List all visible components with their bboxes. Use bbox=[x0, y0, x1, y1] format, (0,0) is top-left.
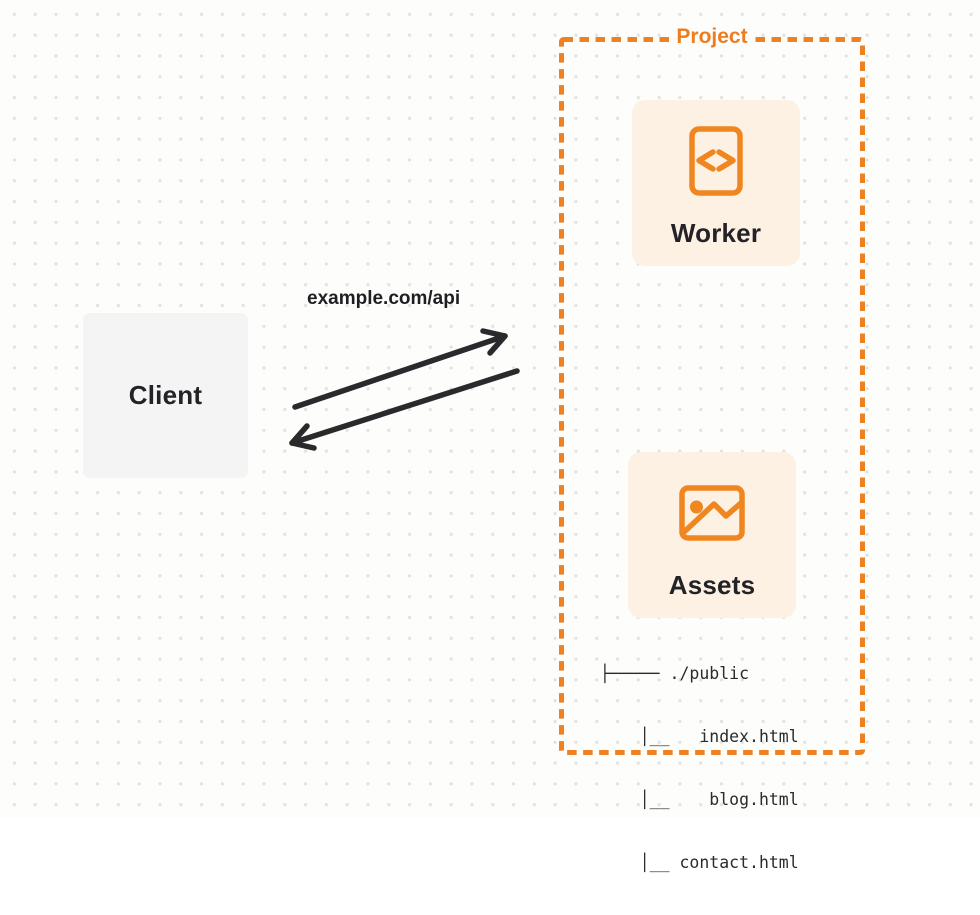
project-title: Project bbox=[672, 24, 752, 49]
code-file-icon bbox=[689, 126, 743, 196]
worker-node: Worker bbox=[632, 100, 800, 266]
response-arrow bbox=[289, 368, 520, 451]
client-node: Client bbox=[83, 313, 248, 478]
file-tree-line: ├───── ./public bbox=[600, 664, 750, 683]
file-tree-line: │__ blog.html bbox=[600, 790, 799, 809]
file-tree-line: │__ index.html bbox=[600, 727, 799, 746]
diagram-canvas: Client example.com/api Project Worker As… bbox=[0, 0, 980, 872]
client-label: Client bbox=[128, 380, 203, 410]
file-tree-line: │__ contact.html bbox=[600, 853, 799, 872]
assets-node: Assets bbox=[628, 452, 796, 618]
assets-label: Assets bbox=[668, 570, 756, 600]
image-icon bbox=[679, 485, 745, 541]
worker-label: Worker bbox=[670, 218, 762, 248]
assets-file-tree: ├───── ./public │__ index.html │__ blog.… bbox=[600, 621, 799, 915]
request-url-label: example.com/api bbox=[307, 288, 461, 309]
request-arrow bbox=[292, 328, 508, 410]
project-group: Project Worker Assets ├───── ./public │_… bbox=[559, 24, 865, 872]
